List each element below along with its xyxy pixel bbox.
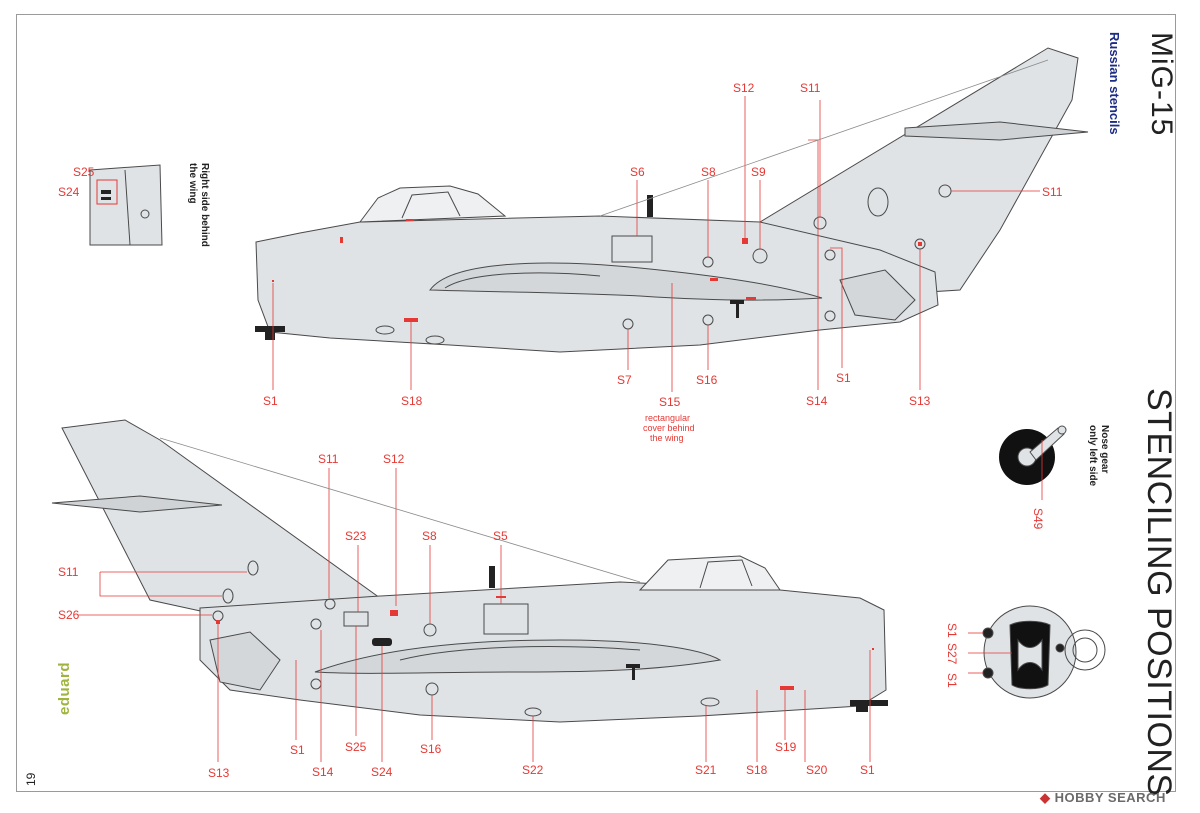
label-s23: S23: [345, 529, 367, 543]
s15-note-line3: the wing: [650, 433, 684, 443]
label-s22: S22: [522, 763, 544, 777]
label-s1-top-rear: S1: [836, 371, 851, 385]
label-s8-bottom: S8: [422, 529, 437, 543]
label-s11-bottom-tail: S11: [58, 565, 79, 579]
label-s11-top: S11: [800, 81, 821, 95]
top-aircraft-profile: [255, 47, 1089, 353]
label-s1-bottom-tail: S1: [290, 743, 305, 757]
top-leader-lines: [272, 96, 1040, 392]
label-s21: S21: [695, 763, 717, 777]
label-s20: S20: [806, 763, 828, 777]
s15-note-line2: cover behind: [643, 423, 695, 433]
label-s24-inset: S24: [58, 185, 80, 199]
top-aircraft-red-marks: [272, 219, 922, 322]
label-s13-bottom: S13: [208, 766, 230, 780]
label-s8-top: S8: [701, 165, 716, 179]
label-s49: S49: [1031, 508, 1045, 530]
bottom-connector: [372, 638, 392, 646]
label-s15: S15: [659, 395, 681, 409]
intake-front-view: [982, 605, 1106, 699]
label-s1-top: S1: [263, 394, 278, 408]
label-s9: S9: [751, 165, 766, 179]
label-s1-intake-upper: S1: [945, 623, 959, 638]
label-s18-bottom: S18: [746, 763, 768, 777]
label-s11-top-tail: S11: [1042, 185, 1063, 199]
watermark-mark-icon: ◆: [1040, 790, 1055, 805]
label-s16-bottom: S16: [420, 742, 442, 756]
label-s1-intake-lower: S1: [945, 673, 959, 688]
watermark: ◆ HOBBY SEARCH: [1040, 790, 1166, 806]
label-s25-bottom: S25: [345, 740, 367, 754]
s15-note-line1: rectangular: [645, 413, 690, 423]
label-s24-bottom: S24: [371, 765, 393, 779]
label-s6: S6: [630, 165, 645, 179]
label-s18-top: S18: [401, 394, 423, 408]
label-s19: S19: [775, 740, 797, 754]
label-s16-top: S16: [696, 373, 718, 387]
label-s14-top: S14: [806, 394, 828, 408]
label-s11-bottom: S11: [318, 452, 339, 466]
label-s26: S26: [58, 608, 80, 622]
label-s1-bottom-nose: S1: [860, 763, 875, 777]
label-s12-top: S12: [733, 81, 755, 95]
label-s5: S5: [493, 529, 508, 543]
bottom-aircraft-profile: [51, 419, 888, 723]
label-s12-bottom: S12: [383, 452, 405, 466]
label-s14-bottom: S14: [312, 765, 334, 779]
watermark-text: HOBBY SEARCH: [1054, 790, 1166, 805]
label-s13-top: S13: [909, 394, 931, 408]
label-s7: S7: [617, 373, 632, 387]
nose-gear-wheel: [999, 425, 1067, 485]
label-s25-inset: S25: [73, 165, 95, 179]
bottom-leader-lines: [78, 468, 871, 762]
label-s27: S27: [945, 643, 959, 665]
right-side-inset: [89, 164, 163, 246]
bottom-grey-guide: [159, 437, 641, 583]
top-grey-guide: [599, 59, 1049, 217]
page-frame: [16, 14, 1176, 792]
